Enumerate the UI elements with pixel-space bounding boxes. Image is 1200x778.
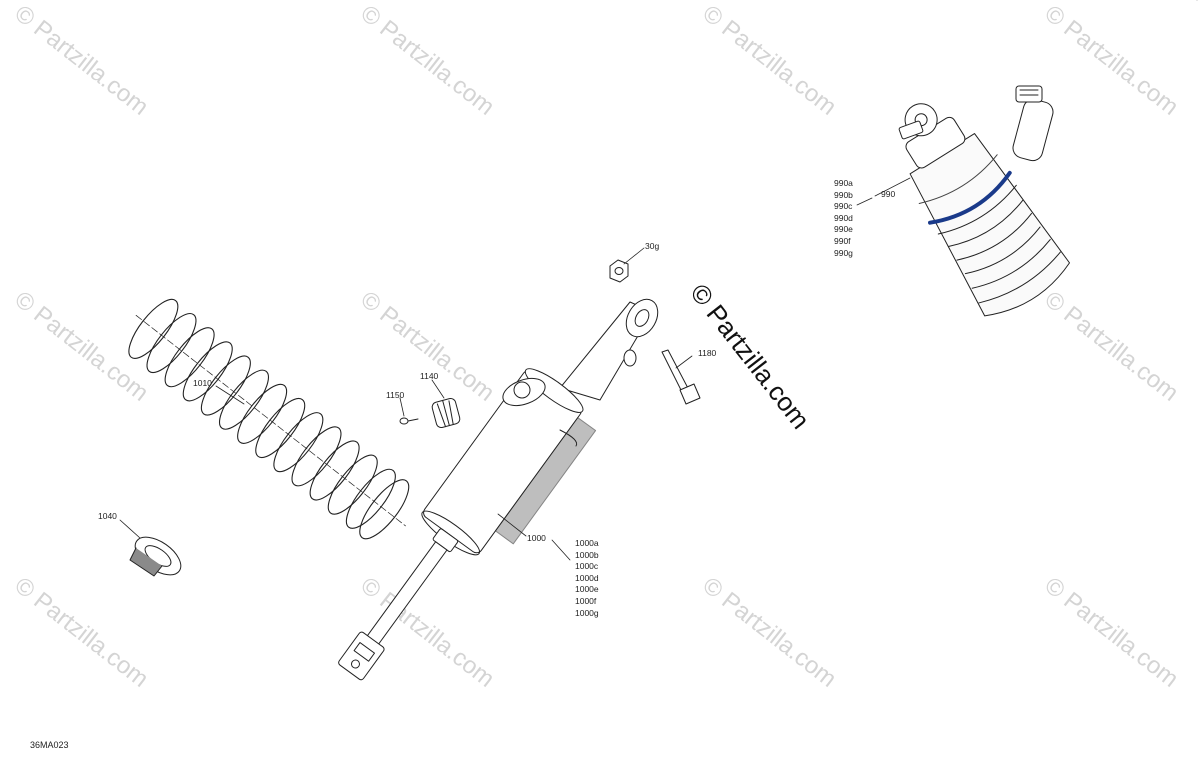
callout-1000-variants: 1000a 1000b 1000c 1000d 1000e 1000f 1000… (575, 538, 599, 619)
callout-1000a: 1000a (575, 538, 599, 548)
callout-1000e: 1000e (575, 584, 599, 595)
callout-990e: 990e (834, 224, 853, 235)
callout-990f: 990f (834, 235, 851, 246)
shock-absorber-1000 (338, 298, 659, 681)
callout-1000g: 1000g (575, 607, 599, 618)
callout-1150: 1150 (386, 390, 405, 400)
callout-1000f: 1000f (575, 595, 597, 606)
adjuster-knob-1140 (431, 397, 461, 429)
screw-1150 (399, 417, 419, 425)
bolt-1180 (661, 349, 701, 405)
nut-30g (609, 259, 629, 283)
shock-assembly-990 (898, 85, 1070, 317)
callout-1140: 1140 (420, 371, 439, 381)
callout-1000b: 1000b (575, 549, 599, 560)
callout-990: 990 (881, 189, 896, 199)
coil-spring-1010 (128, 298, 410, 540)
callout-990g: 990g (834, 247, 853, 258)
leader-lines (119, 0, 1198, 561)
callout-990-variants: 990a 990b 990c 990d 990e 990f 990g (834, 178, 853, 259)
callout-990b: 990b (834, 189, 853, 200)
callout-1000d: 1000d (575, 572, 599, 583)
callout-1040: 1040 (98, 511, 117, 521)
callout-990d: 990d (834, 212, 853, 223)
callout-1180: 1180 (698, 348, 717, 358)
callout-1000: 1000 (527, 533, 546, 543)
callout-990a: 990a (834, 178, 853, 188)
callout-990c: 990c (834, 201, 853, 212)
drawing-reference: 36MA023 (30, 740, 69, 750)
callout-1010: 1010 (193, 378, 212, 388)
callout-1000c: 1000c (575, 561, 599, 572)
spring-seat-1040 (129, 536, 182, 577)
callout-30g: 30g (645, 241, 660, 251)
